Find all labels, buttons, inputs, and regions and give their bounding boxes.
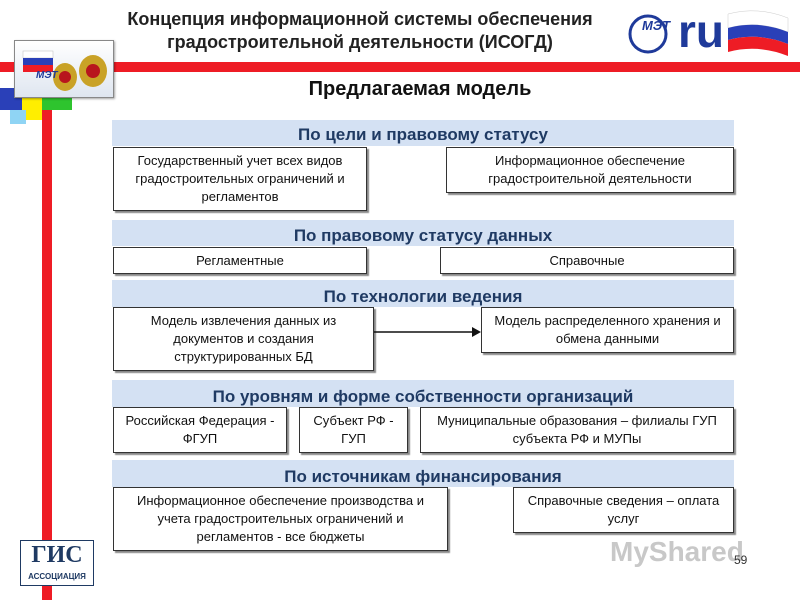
box-info-support: Информационное обеспечение градостроител… <box>446 147 734 193</box>
ru-logo <box>628 8 790 60</box>
section-heading-goal: По цели и правовому статусу <box>112 120 734 146</box>
box-regulatory: Регламентные <box>113 247 367 274</box>
met-logo-text: МЭТ <box>641 18 671 33</box>
gis-logo-text: ГИС <box>31 542 83 568</box>
box-extraction-model: Модель извлечения данных из документов и… <box>113 307 374 371</box>
decor-square-green <box>42 96 72 110</box>
met-ru-logo-icon <box>628 10 789 56</box>
box-subject-rf: Субъект РФ - ГУП <box>299 407 408 453</box>
section-heading-legal-status: По правовому статусу данных <box>112 220 734 246</box>
ministry-logo-text: МЭТ <box>36 70 58 81</box>
ru-logo-text: ru <box>678 5 724 57</box>
decor-square-yellow <box>22 96 42 120</box>
header-red-rule <box>0 62 800 72</box>
section-heading-financing: По источникам финансирования <box>112 460 734 487</box>
page-number: 59 <box>734 553 748 567</box>
section-heading-technology: По технологии ведения <box>112 280 734 307</box>
left-red-stripe <box>42 62 52 600</box>
slide-title: Концепция информационной системы обеспеч… <box>90 8 630 54</box>
box-russian-federation: Российская Федерация - ФГУП <box>113 407 287 453</box>
gis-logo-subtext: АССОЦИАЦИЯ <box>28 572 86 581</box>
arrow-right-icon <box>374 327 481 337</box>
box-distributed-model: Модель распределенного хранения и обмена… <box>481 307 734 353</box>
section-heading-ownership: По уровням и форме собственности организ… <box>112 380 734 407</box>
ministry-logo <box>14 40 114 98</box>
title-line-2: градостроительной деятельности (ИСОГД) <box>167 32 553 52</box>
gis-association-logo <box>20 540 94 586</box>
slide-subtitle: Предлагаемая модель <box>308 78 532 100</box>
title-line-1: Концепция информационной системы обеспеч… <box>127 9 593 29</box>
box-paid-services: Справочные сведения – оплата услуг <box>513 487 734 533</box>
box-state-registration: Государственный учет всех видов градостр… <box>113 147 367 211</box>
flag-emblem-icon <box>22 50 107 91</box>
box-municipal: Муниципальные образования – филиалы ГУП … <box>420 407 734 453</box>
watermark: MyShared <box>610 536 744 567</box>
decor-square-lightblue <box>10 110 26 124</box>
box-budgets: Информационное обеспечение производства … <box>113 487 448 551</box>
box-reference: Справочные <box>440 247 734 274</box>
